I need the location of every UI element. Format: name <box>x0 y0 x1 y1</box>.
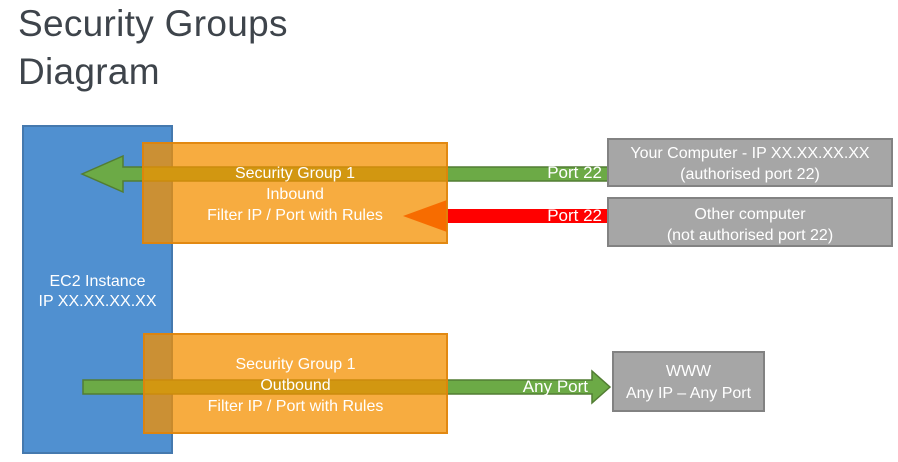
ec2-instance-ip: IP XX.XX.XX.XX <box>38 293 157 310</box>
outbound-port-label: Any Port <box>522 377 588 396</box>
www-label: WWW <box>665 363 712 380</box>
sg-outbound-title: Security Group 1 <box>235 356 356 373</box>
security-group-outbound-box: Security Group 1 Outbound Filter IP / Po… <box>143 333 448 434</box>
sg-outbound-direction: Outbound <box>260 377 331 394</box>
sg-outbound-rule: Filter IP / Port with Rules <box>207 398 384 415</box>
page-title: Security Groups Diagram <box>18 0 288 96</box>
your-computer-label: Your Computer - IP XX.XX.XX.XX <box>630 145 870 162</box>
www-box: WWW Any IP – Any Port <box>612 351 765 412</box>
www-note: Any IP – Any Port <box>625 385 752 402</box>
sg-inbound-direction: Inbound <box>266 186 324 203</box>
sg-inbound-rule: Filter IP / Port with Rules <box>207 207 383 224</box>
page-title-line1: Security Groups <box>18 3 288 44</box>
other-computer-note: (not authorised port 22) <box>666 227 834 244</box>
other-computer-box: Other computer (not authorised port 22) <box>607 197 893 247</box>
your-computer-box: Your Computer - IP XX.XX.XX.XX (authoris… <box>607 138 893 187</box>
page-title-line2: Diagram <box>18 51 160 92</box>
your-computer-note: (authorised port 22) <box>680 166 820 183</box>
security-group-inbound-box: Security Group 1 Inbound Filter IP / Por… <box>142 142 448 244</box>
sg-inbound-title: Security Group 1 <box>234 165 356 182</box>
inbound-blocked-port-label: Port 22 <box>547 206 602 225</box>
ec2-instance-label: EC2 Instance <box>49 273 146 290</box>
inbound-allowed-port-label: Port 22 <box>547 163 602 182</box>
other-computer-label: Other computer <box>694 206 806 223</box>
